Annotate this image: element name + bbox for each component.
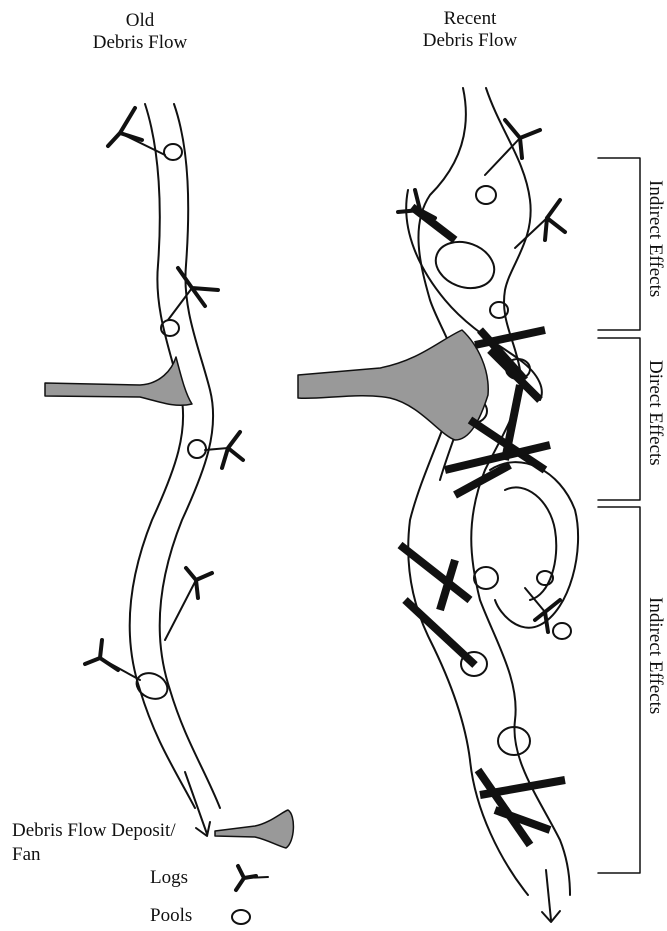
log-icon <box>108 108 165 155</box>
effect-brackets <box>598 158 640 873</box>
legend-logs-label: Logs <box>150 867 188 889</box>
legend-log-icon <box>236 866 268 890</box>
old-channel <box>130 104 220 836</box>
pool-icon <box>476 186 496 204</box>
old-channel-left-bank <box>130 104 195 808</box>
log-icon <box>168 268 218 320</box>
pool-icon <box>188 440 206 458</box>
bracket-indirect-top <box>598 158 640 330</box>
bracket-indirect-bottom <box>598 507 640 873</box>
legend-fan-label: Fan <box>12 844 41 866</box>
legend-pools-label: Pools <box>150 905 192 927</box>
old-debris-fan <box>45 357 192 405</box>
recent-channel-inner-loop <box>505 487 556 600</box>
pool-icon <box>553 623 571 639</box>
label-indirect-effects-bottom: Indirect Effects <box>644 597 666 714</box>
label-indirect-effects-top: Indirect Effects <box>644 180 666 297</box>
heavy-log-icon <box>478 770 530 845</box>
legend-pool-icon <box>232 910 250 924</box>
heavy-log-icon <box>495 810 550 830</box>
legend-deposit-label: Debris Flow Deposit/ <box>12 820 176 842</box>
heavy-logs <box>400 207 565 845</box>
pool-icon <box>429 234 500 296</box>
recent-channel-meander-loop <box>490 462 578 628</box>
pool-icon <box>164 144 182 160</box>
bracket-direct <box>598 338 640 500</box>
legend-symbols <box>215 810 293 924</box>
recent-flow-arrow <box>546 870 551 920</box>
pool-icon <box>474 567 498 589</box>
recent-logs <box>398 120 565 248</box>
log-icon <box>165 568 212 640</box>
old-flow-arrow <box>185 772 207 834</box>
label-direct-effects: Direct Effects <box>644 360 666 466</box>
log-icon <box>515 200 565 248</box>
recent-debris-fan <box>298 330 488 440</box>
old-pools <box>132 144 206 704</box>
legend-fan-icon <box>215 810 293 848</box>
